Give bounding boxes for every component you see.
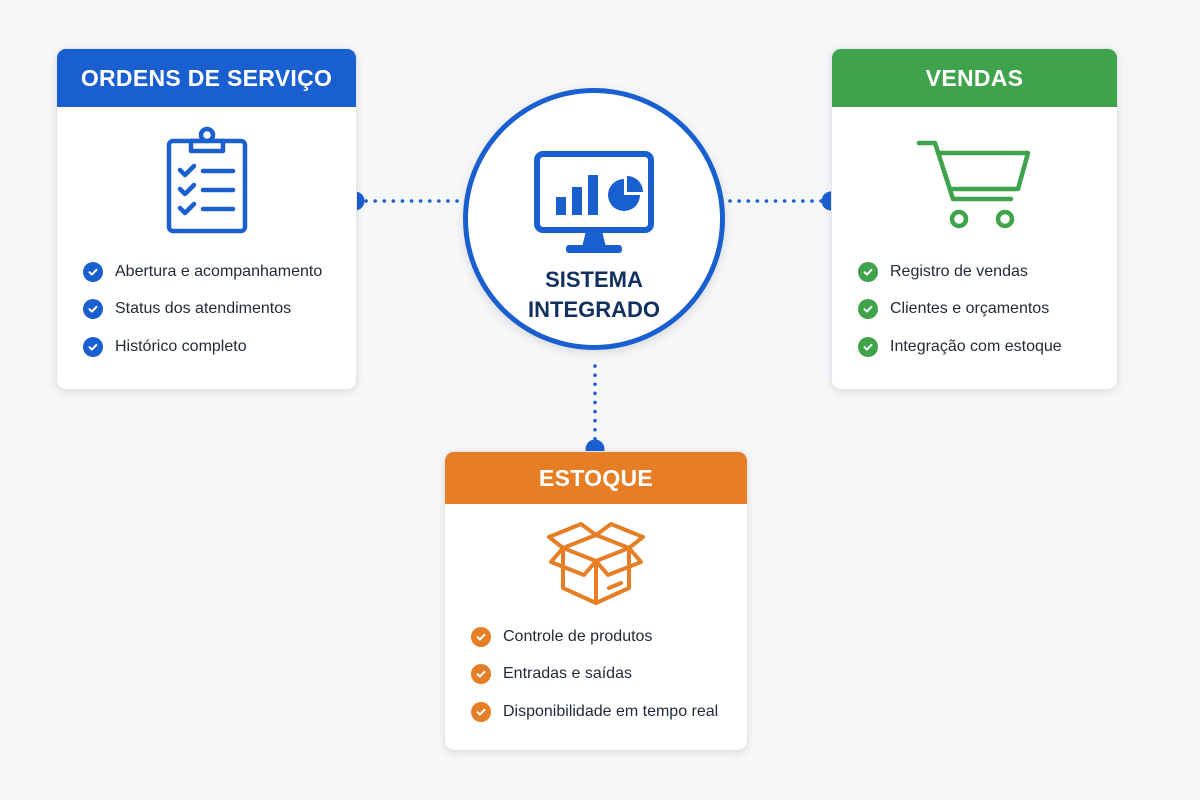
check-icon [83, 299, 103, 320]
list-item-label: Integração com estoque [890, 337, 1062, 355]
list-item: Registro de vendas [858, 253, 1117, 291]
vendas-card: VENDAS Registro de vendas Clientes e orç… [831, 48, 1118, 390]
check-icon [83, 336, 103, 357]
list-item: Entradas e saídas [471, 656, 747, 694]
list-item-label: Status dos atendimentos [115, 300, 292, 318]
estoque-card: ESTOQUE Controle de produtos Entradas e … [444, 451, 748, 751]
list-item: Histórico completo [83, 328, 356, 366]
vendas-header: VENDAS [832, 49, 1117, 107]
list-item-label: Registro de vendas [890, 262, 1028, 280]
list-item: Integração com estoque [858, 328, 1117, 366]
list-item: Abertura e acompanhamento [83, 253, 356, 291]
list-item: Controle de produtos [471, 618, 747, 656]
check-icon [471, 626, 491, 647]
clipboard-checklist-icon [57, 107, 356, 253]
check-icon [858, 299, 878, 320]
list-item-label: Histórico completo [115, 337, 247, 355]
estoque-list: Controle de produtos Entradas e saídas D… [445, 618, 747, 731]
central-hub: SISTEMA INTEGRADO [463, 88, 725, 350]
shopping-cart-icon [832, 107, 1117, 253]
monitor-chart-icon [534, 151, 654, 253]
ordens-list: Abertura e acompanhamento Status dos ate… [57, 253, 356, 366]
ordens-card: ORDENS DE SERVIÇO Abertura e acompanhame… [56, 48, 357, 390]
check-icon [471, 701, 491, 722]
list-item-label: Controle de produtos [503, 627, 653, 645]
list-item: Clientes e orçamentos [858, 291, 1117, 329]
check-icon [858, 261, 878, 282]
central-title-line2: INTEGRADO [528, 297, 660, 322]
list-item-label: Clientes e orçamentos [890, 300, 1050, 318]
estoque-title: ESTOQUE [538, 464, 654, 491]
check-icon [83, 261, 103, 282]
list-item: Status dos atendimentos [83, 291, 356, 329]
box-icon [445, 504, 747, 618]
ordens-title: ORDENS DE SERVIÇO [80, 64, 333, 91]
vendas-list: Registro de vendas Clientes e orçamentos… [832, 253, 1117, 366]
check-icon [471, 664, 491, 685]
list-item: Disponibilidade em tempo real [471, 693, 747, 731]
list-item-label: Disponibilidade em tempo real [503, 702, 719, 720]
check-icon [858, 336, 878, 357]
vendas-title: VENDAS [925, 64, 1024, 91]
list-item-label: Entradas e saídas [503, 665, 632, 683]
estoque-header: ESTOQUE [445, 452, 747, 504]
central-title-line1: SISTEMA [545, 267, 643, 292]
central-title: SISTEMA INTEGRADO [468, 265, 720, 325]
ordens-header: ORDENS DE SERVIÇO [57, 49, 356, 107]
list-item-label: Abertura e acompanhamento [115, 262, 323, 280]
